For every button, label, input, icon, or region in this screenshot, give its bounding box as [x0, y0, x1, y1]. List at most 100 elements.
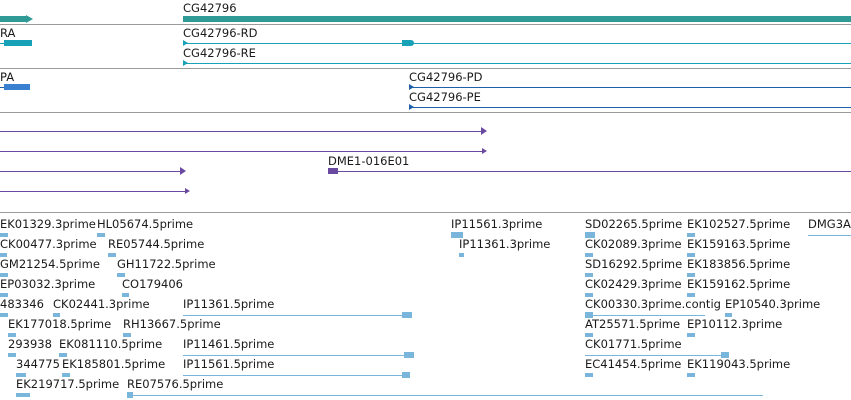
est-feature[interactable] [687, 293, 695, 297]
est-feature[interactable] [183, 355, 411, 356]
est-label: CK00477.3prime [0, 237, 97, 251]
est-label: GM21254.5prime [0, 257, 100, 271]
est-feature[interactable] [585, 355, 727, 356]
transcript-partial-label: RA [0, 26, 16, 40]
transcript-line-rd[interactable] [183, 43, 851, 44]
est-label: EK081110.5prime [59, 337, 163, 351]
est-feature[interactable] [687, 333, 695, 337]
protein-start-pd [409, 84, 414, 90]
transcript-line-re[interactable] [183, 63, 851, 64]
est-label: 293938 [8, 337, 52, 351]
est-feature[interactable] [687, 253, 695, 257]
est-feature[interactable] [16, 393, 30, 397]
protein-line-pd[interactable] [409, 87, 851, 88]
protein-start-pe [409, 104, 414, 110]
track-separator [0, 68, 851, 69]
est-feature[interactable] [0, 313, 8, 317]
est-feature[interactable] [97, 233, 105, 237]
track-separator [0, 24, 851, 25]
transcript-label-re: CG42796-RE [183, 46, 256, 60]
est-feature[interactable] [59, 353, 67, 357]
est-feature[interactable] [585, 273, 593, 277]
est-label: EK219717.5prime [16, 377, 120, 391]
est-feature[interactable] [451, 232, 463, 238]
est-label: RH13667.5prime [123, 317, 221, 331]
est-label: DMG3A [808, 217, 851, 231]
est-feature[interactable] [62, 373, 70, 377]
gene-label: CG42796 [183, 1, 237, 15]
est-label: EP03032.3prime [0, 277, 96, 291]
est-feature[interactable] [127, 395, 763, 396]
est-label: IP11361.3prime [459, 237, 551, 251]
gene-left-arrow[interactable] [0, 16, 26, 22]
est-label: 483346 [0, 297, 44, 311]
est-feature[interactable] [183, 315, 409, 316]
clone-line-4[interactable] [328, 171, 851, 172]
gene-bar[interactable] [183, 16, 851, 22]
est-label: EK177018.5prime [8, 317, 112, 331]
est-feature[interactable] [53, 313, 60, 317]
est-label: EC41454.5prime [585, 357, 682, 371]
est-feature[interactable] [16, 373, 26, 377]
est-feature[interactable] [8, 333, 16, 337]
protein-partial-exon [4, 84, 30, 90]
clone-end-1 [481, 127, 487, 135]
est-feature[interactable] [459, 253, 464, 257]
est-label: EK119043.5prime [687, 357, 791, 371]
transcript-exon-rd [402, 40, 414, 46]
est-label: EP10112.3prime [687, 317, 783, 331]
est-feature[interactable] [0, 253, 7, 257]
clone-end-3 [180, 167, 186, 175]
est-label: IP11361.5prime [183, 297, 275, 311]
est-feature[interactable] [8, 353, 16, 357]
transcript-label-rd: CG42796-RD [183, 26, 258, 40]
transcript-start-re [183, 60, 188, 66]
est-feature[interactable] [117, 273, 125, 277]
est-label: AT25571.5prime [585, 317, 681, 331]
est-feature[interactable] [725, 313, 732, 317]
clone-line-1[interactable] [0, 131, 482, 132]
est-label: CK02429.3prime [585, 277, 682, 291]
est-feature[interactable] [122, 293, 129, 297]
est-label: EP10540.3prime [725, 297, 821, 311]
clone-line-3[interactable] [0, 171, 182, 172]
est-feature[interactable] [123, 333, 131, 337]
est-label: CK00330.3prime.contig [585, 297, 721, 311]
est-feature[interactable] [0, 273, 8, 277]
clone-line-2[interactable] [0, 151, 482, 152]
est-feature[interactable] [108, 253, 116, 257]
est-feature[interactable] [687, 273, 695, 277]
clone-label: DME1-016E01 [328, 154, 410, 168]
est-feature[interactable] [585, 373, 593, 377]
est-label: EK159162.5prime [687, 277, 791, 291]
protein-partial-label: PA [0, 70, 15, 84]
est-label: EK102527.5prime [687, 217, 791, 231]
est-feature[interactable] [585, 232, 595, 238]
protein-line-pe[interactable] [409, 107, 851, 108]
protein-label-pe: CG42796-PE [409, 90, 481, 104]
est-feature[interactable] [585, 253, 593, 257]
est-label: EK183856.5prime [687, 257, 791, 271]
est-label: GH11722.5prime [117, 257, 216, 271]
est-label: IP11461.5prime [183, 337, 275, 351]
est-label: SD16292.5prime [585, 257, 683, 271]
est-feature[interactable] [687, 233, 695, 237]
est-feature[interactable] [585, 333, 593, 337]
est-feature[interactable] [585, 293, 593, 297]
est-feature[interactable] [808, 235, 851, 236]
est-feature[interactable] [183, 375, 409, 376]
est-feature[interactable] [0, 293, 8, 297]
est-feature[interactable] [585, 315, 705, 316]
est-label: RE05744.5prime [108, 237, 205, 251]
track-separator [0, 112, 851, 113]
est-label: CO179406 [122, 277, 183, 291]
est-feature[interactable] [0, 233, 8, 237]
transcript-start-rd [183, 40, 188, 46]
est-label: RE07576.5prime [127, 377, 224, 391]
clone-line-5[interactable] [0, 191, 186, 192]
est-feature [585, 312, 593, 318]
est-label: EK159163.5prime [687, 237, 791, 251]
est-feature [127, 392, 133, 398]
est-feature[interactable] [687, 373, 695, 377]
